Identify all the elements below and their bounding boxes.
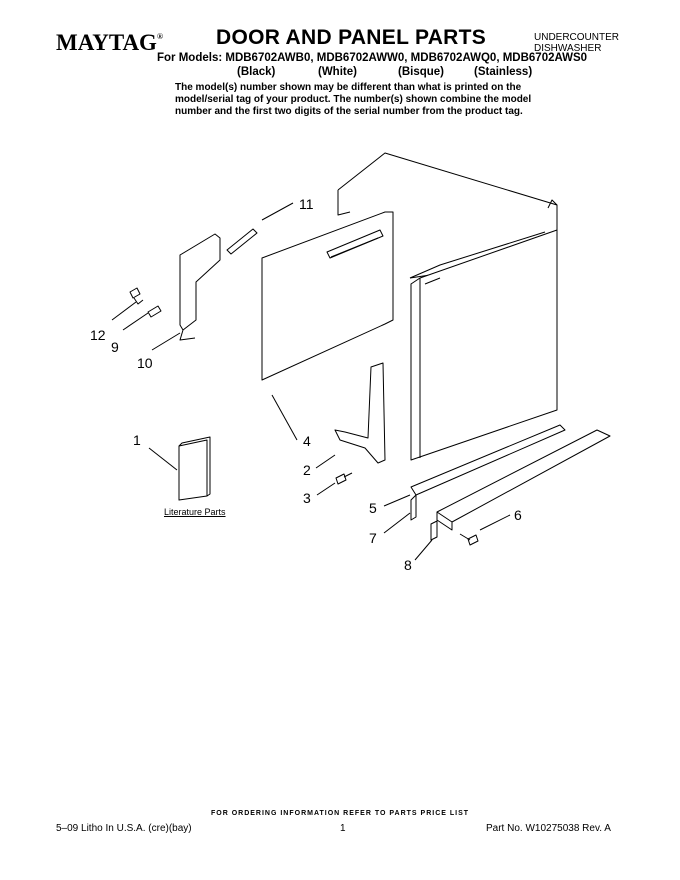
literature-parts-label: Literature Parts bbox=[164, 507, 226, 517]
ordering-info: FOR ORDERING INFORMATION REFER TO PARTS … bbox=[210, 810, 470, 817]
callout-2: 2 bbox=[303, 462, 311, 478]
kick-plate bbox=[410, 429, 611, 531]
part-number: Part No. W10275038 Rev. A bbox=[486, 823, 611, 834]
callout-11: 11 bbox=[299, 196, 314, 212]
clip bbox=[147, 305, 162, 318]
model-list: For Models: MDB6702AWB0, MDB6702AWW0, MD… bbox=[157, 52, 588, 64]
page-number: 1 bbox=[340, 823, 346, 834]
screw-6 bbox=[459, 533, 479, 546]
callout-3: 3 bbox=[303, 490, 311, 506]
model-number-note: The model(s) number shown may be differe… bbox=[175, 82, 532, 117]
page-title: DOOR AND PANEL PARTS bbox=[216, 26, 487, 49]
toe-panel bbox=[410, 424, 566, 496]
screw-3 bbox=[335, 472, 353, 485]
callout-9: 9 bbox=[111, 339, 119, 355]
literature-booklet bbox=[178, 436, 211, 501]
finish-stainless: (Stainless) bbox=[474, 66, 533, 78]
callout-7: 7 bbox=[369, 530, 377, 546]
leader-lines bbox=[111, 202, 511, 561]
callout-4: 4 bbox=[303, 433, 311, 449]
appliance-type-line1: UNDERCOUNTER bbox=[534, 32, 619, 43]
side-trim bbox=[179, 233, 221, 341]
callout-6: 6 bbox=[514, 507, 522, 523]
outer-door-panel bbox=[410, 229, 558, 461]
callout-10: 10 bbox=[137, 355, 153, 371]
callout-8: 8 bbox=[404, 557, 412, 573]
litho-info: 5–09 Litho In U.S.A. (cre)(bay) bbox=[56, 823, 192, 834]
appliance-type-line2: DISHWASHER bbox=[534, 43, 602, 54]
finish-bisque: (Bisque) bbox=[398, 66, 444, 78]
hinge-bracket-small bbox=[129, 287, 144, 305]
finish-black: (Black) bbox=[237, 66, 276, 78]
callout-5: 5 bbox=[369, 500, 377, 516]
inner-door-panel bbox=[261, 211, 394, 381]
brand-logo: MAYTAG® bbox=[56, 30, 163, 55]
finish-white: (White) bbox=[318, 66, 357, 78]
hinge-arm bbox=[334, 362, 386, 464]
appliance-type: UNDERCOUNTER DISHWASHER bbox=[534, 32, 619, 54]
kick-clip bbox=[430, 520, 438, 541]
hinge-rod bbox=[226, 228, 258, 255]
callout-1: 1 bbox=[133, 432, 141, 448]
callout-12: 12 bbox=[90, 327, 106, 343]
